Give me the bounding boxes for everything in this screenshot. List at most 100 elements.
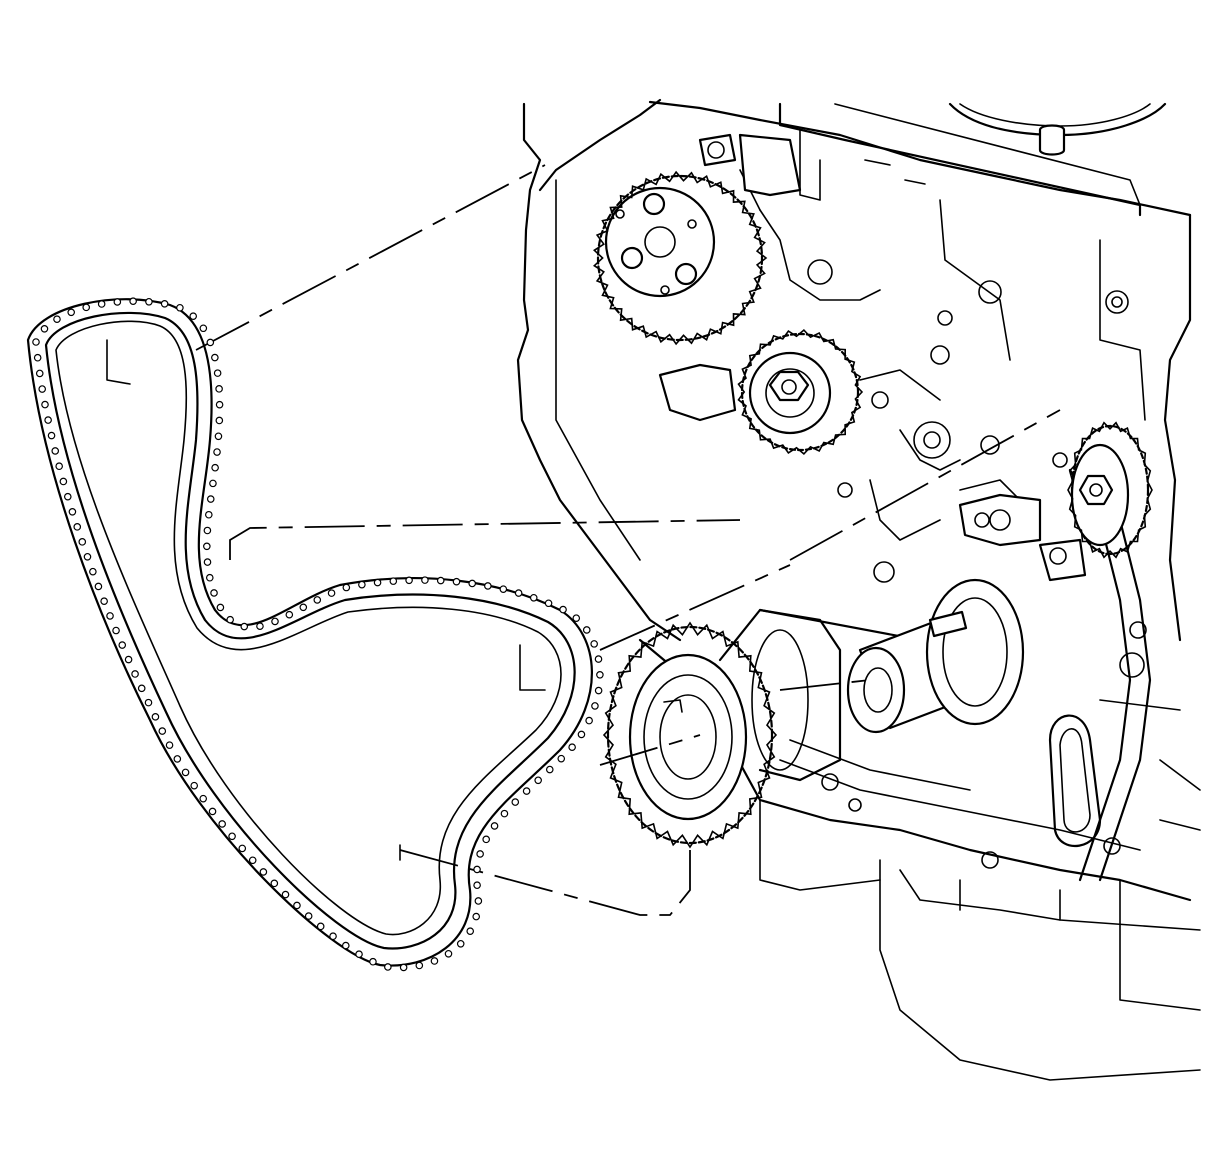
- chain-roller: [100, 597, 108, 606]
- chain-roller: [67, 308, 75, 317]
- chain-roller: [591, 702, 599, 710]
- chain-roller: [213, 369, 222, 377]
- chain-roller: [582, 626, 591, 634]
- chain-roller: [594, 686, 603, 695]
- chain-roller: [145, 297, 153, 306]
- chain-roller: [53, 315, 61, 323]
- chain-roller: [205, 573, 214, 582]
- chain-roller: [355, 950, 363, 959]
- chain-roller: [78, 538, 87, 546]
- chain-roller: [456, 939, 465, 948]
- chain-roller: [476, 850, 484, 858]
- chain-roller: [596, 670, 604, 679]
- chain-roller: [131, 670, 139, 678]
- chain-roller: [384, 963, 392, 971]
- leader-lines: [106, 164, 1061, 916]
- chain-roller: [369, 957, 377, 966]
- chain-roller: [474, 897, 483, 905]
- camshaft-teeth: [592, 170, 768, 346]
- chain-roller: [389, 577, 398, 585]
- chain-roller: [82, 303, 91, 312]
- chain-roller: [94, 582, 103, 591]
- chain-roller: [514, 589, 523, 597]
- chain-roller: [190, 781, 199, 790]
- chain-roller: [281, 890, 290, 899]
- chain-roller: [313, 596, 322, 604]
- chain-roller: [529, 593, 538, 602]
- chain-roller: [499, 585, 508, 593]
- crankshaft-sprocket: [606, 578, 1025, 845]
- chain-roller: [89, 567, 97, 576]
- chain-roller: [572, 614, 581, 622]
- chain-roller: [544, 599, 553, 608]
- chain-roller: [203, 558, 212, 566]
- chain-roller: [228, 832, 236, 841]
- chain-roller: [32, 338, 40, 346]
- chain-roller: [33, 353, 42, 362]
- chain-roller: [259, 868, 268, 876]
- chain-roller: [211, 463, 219, 472]
- chain-roller: [73, 523, 82, 531]
- chain-roller: [63, 492, 72, 501]
- chain-roller: [468, 579, 477, 588]
- chain-roller: [238, 844, 247, 853]
- chain-roller: [299, 603, 308, 612]
- chain-roller: [173, 755, 182, 763]
- chain-roller: [38, 385, 47, 393]
- chain-roller: [577, 730, 586, 739]
- crankshaft-teeth: [602, 621, 778, 849]
- chain-roller: [405, 576, 413, 585]
- chain-roller: [199, 324, 208, 333]
- chain-roller: [97, 300, 106, 308]
- chain-roller: [118, 641, 127, 649]
- chain-roller: [211, 353, 219, 362]
- chain-roller: [436, 576, 445, 585]
- chain-roller: [215, 416, 224, 425]
- chain-roller: [124, 655, 133, 664]
- chain-roller: [41, 400, 49, 409]
- idler-teeth: [737, 328, 864, 456]
- chain-roller: [215, 385, 223, 393]
- chain-roller: [415, 961, 424, 970]
- chain-roller: [158, 727, 167, 735]
- chain-roller: [137, 684, 146, 693]
- chain-roller: [214, 432, 223, 441]
- chain-roller: [151, 713, 160, 721]
- chain-roller: [466, 927, 475, 935]
- chain-roller: [113, 298, 122, 306]
- timing-chain: [26, 297, 604, 972]
- chain-roller: [472, 912, 481, 921]
- chain-roller: [181, 768, 190, 777]
- chain-roller: [285, 610, 294, 619]
- chain-roller: [444, 949, 453, 958]
- chain-roller: [40, 325, 49, 333]
- chain-roller: [304, 912, 313, 920]
- chain-roller: [215, 400, 224, 409]
- chain-roller: [473, 881, 481, 890]
- chain-roller: [568, 743, 576, 751]
- camshaft-sprocket-left: [596, 174, 764, 342]
- chain-roller: [44, 416, 52, 424]
- chain-roller: [342, 583, 351, 592]
- chain-roller: [208, 807, 217, 816]
- chain-roller: [341, 941, 350, 950]
- chain-roller: [209, 479, 217, 488]
- chain-roller: [271, 617, 279, 626]
- chain-roller: [203, 542, 211, 551]
- chain-roller: [68, 507, 77, 516]
- chain-roller: [316, 922, 325, 931]
- chain-roller: [83, 552, 92, 561]
- chain-roller: [206, 495, 215, 503]
- chain-roller: [473, 865, 481, 874]
- chain-roller: [35, 369, 44, 378]
- chain-roller: [421, 576, 429, 584]
- chain-roller: [594, 655, 603, 663]
- right-cam-teeth: [1067, 421, 1153, 559]
- chain-roller: [484, 582, 492, 590]
- chain-rollers: [32, 297, 604, 972]
- chain-roller: [55, 462, 63, 471]
- chain-roller: [522, 787, 531, 795]
- chain-roller: [213, 448, 221, 456]
